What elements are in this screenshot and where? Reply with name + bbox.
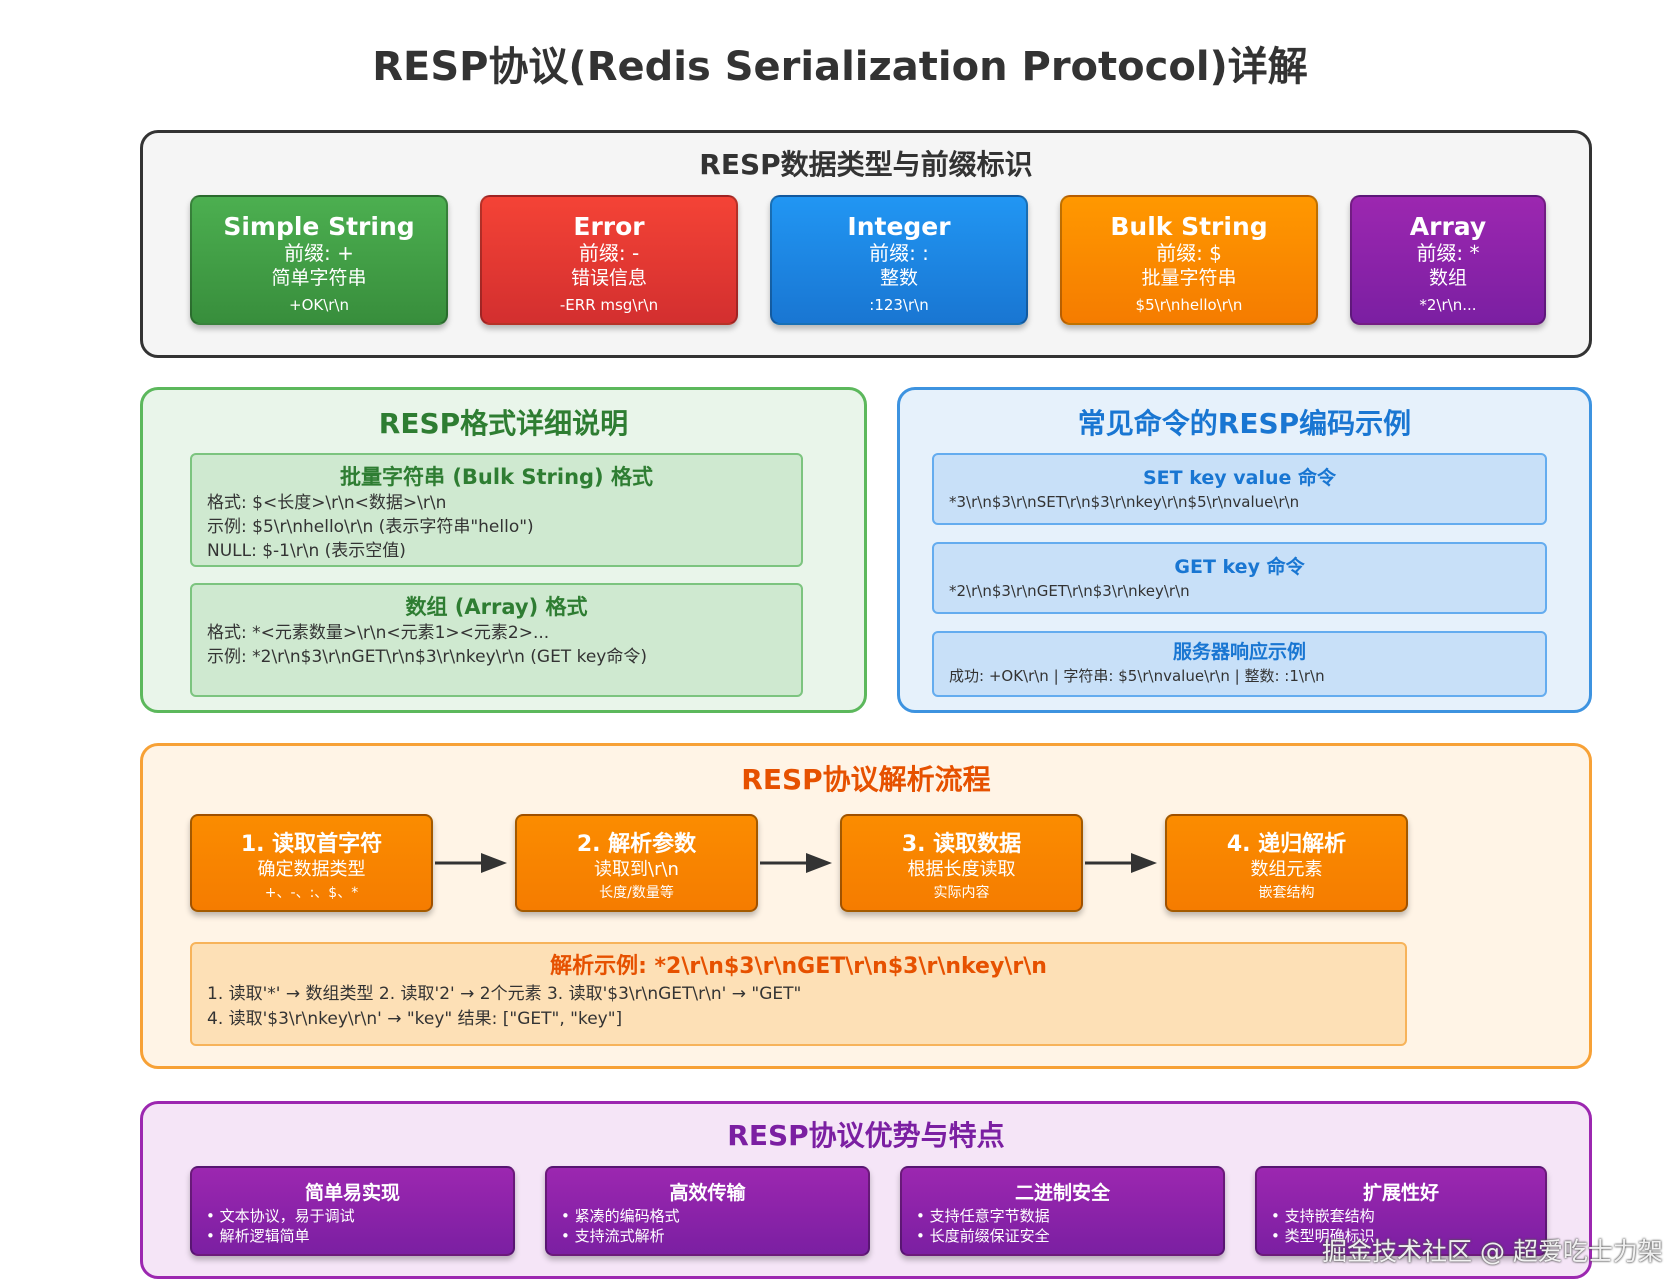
step-desc: 读取到\r\n bbox=[594, 859, 679, 880]
type-card-integer: Integer 前缀: : 整数 :123\r\n bbox=[770, 195, 1028, 325]
arrow-right-icon bbox=[760, 853, 832, 873]
parse-example-line: 4. 读取'$3\r\nkey\r\n' → "key" 结果: ["GET",… bbox=[207, 1009, 623, 1029]
command-title: SET key value 命令 bbox=[1143, 467, 1336, 489]
type-prefix: 前缀: + bbox=[284, 241, 354, 265]
command-encoding: *3\r\n$3\r\nSET\r\n$3\r\nkey\r\n$5\r\nva… bbox=[949, 493, 1300, 511]
advantage-item: • 长度前缀保证安全 bbox=[916, 1227, 1050, 1245]
type-card-error: Error 前缀: - 错误信息 -ERR msg\r\n bbox=[480, 195, 738, 325]
command-title: GET key 命令 bbox=[1174, 556, 1305, 578]
type-desc: 数组 bbox=[1428, 267, 1467, 289]
step-desc: 确定数据类型 bbox=[257, 859, 366, 880]
advantage-item: • 支持任意字节数据 bbox=[916, 1207, 1050, 1225]
format-line: 格式: *<元素数量>\r\n<元素1><元素2>... bbox=[207, 623, 550, 643]
step-title: 3. 读取数据 bbox=[901, 832, 1022, 857]
type-example: :123\r\n bbox=[869, 296, 929, 314]
step-desc: 数组元素 bbox=[1250, 859, 1323, 880]
advantage-card-extensible: 扩展性好 • 支持嵌套结构 • 类型明确标识 bbox=[1255, 1166, 1547, 1256]
data-types-title: RESP数据类型与前缀标识 bbox=[699, 148, 1033, 181]
step-parse-params: 2. 解析参数 读取到\r\n 长度/数量等 bbox=[515, 814, 758, 912]
step-read-first-char: 1. 读取首字符 确定数据类型 +、-、:、$、* bbox=[190, 814, 433, 912]
response-examples: 成功: +OK\r\n | 字符串: $5\r\nvalue\r\n | 整数:… bbox=[949, 667, 1325, 685]
type-name: Error bbox=[573, 212, 645, 241]
type-name: Array bbox=[1409, 212, 1487, 241]
type-name: Simple String bbox=[223, 212, 415, 241]
step-detail: 实际内容 bbox=[933, 885, 990, 901]
advantage-item: • 类型明确标识 bbox=[1271, 1227, 1375, 1245]
parse-example-title: 解析示例: *2\r\n$3\r\nGET\r\n$3\r\nkey\r\n bbox=[550, 954, 1047, 979]
commands-section: 常见命令的RESP编码示例 SET key value 命令 *3\r\n$3\… bbox=[897, 387, 1592, 713]
advantages-section: RESP协议优势与特点 简单易实现 • 文本协议，易于调试 • 解析逻辑简单 高… bbox=[140, 1101, 1592, 1279]
type-prefix: 前缀: * bbox=[1416, 241, 1480, 265]
type-desc: 错误信息 bbox=[570, 267, 647, 289]
advantage-card-binary-safe: 二进制安全 • 支持任意字节数据 • 长度前缀保证安全 bbox=[900, 1166, 1225, 1256]
arrow-right-icon bbox=[435, 853, 507, 873]
page-title: RESP协议(Redis Serialization Protocol)详解 bbox=[372, 44, 1308, 90]
step-detail: 长度/数量等 bbox=[599, 885, 674, 901]
example-line: 示例: $5\r\nhello\r\n (表示字符串"hello") bbox=[207, 517, 534, 537]
type-card-simple-string: Simple String 前缀: + 简单字符串 +OK\r\n bbox=[190, 195, 448, 325]
array-format-box: 数组 (Array) 格式 格式: *<元素数量>\r\n<元素1><元素2>.… bbox=[190, 583, 803, 697]
advantages-title: RESP协议优势与特点 bbox=[727, 1119, 1005, 1152]
type-card-bulk-string: Bulk String 前缀: $ 批量字符串 $5\r\nhello\r\n bbox=[1060, 195, 1318, 325]
format-section-title: RESP格式详细说明 bbox=[378, 407, 629, 440]
commands-section-title: 常见命令的RESP编码示例 bbox=[1077, 407, 1412, 440]
type-prefix: 前缀: $ bbox=[1156, 241, 1222, 265]
format-line: 格式: $<长度>\r\n<数据>\r\n bbox=[207, 493, 447, 513]
type-desc: 简单字符串 bbox=[271, 267, 367, 289]
step-title: 1. 读取首字符 bbox=[240, 832, 383, 857]
null-line: NULL: $-1\r\n (表示空值) bbox=[207, 541, 406, 561]
data-types-section: RESP数据类型与前缀标识 Simple String 前缀: + 简单字符串 … bbox=[140, 130, 1592, 358]
step-desc: 根据长度读取 bbox=[907, 859, 1016, 880]
command-encoding: *2\r\n$3\r\nGET\r\n$3\r\nkey\r\n bbox=[949, 582, 1190, 600]
step-title: 2. 解析参数 bbox=[576, 832, 697, 857]
format-box-title: 批量字符串 (Bulk String) 格式 bbox=[340, 465, 653, 489]
type-desc: 整数 bbox=[879, 267, 918, 289]
type-example: +OK\r\n bbox=[289, 296, 349, 314]
type-name: Integer bbox=[847, 212, 951, 241]
advantage-title: 二进制安全 bbox=[1014, 1182, 1110, 1204]
parse-example-line: 1. 读取'*' → 数组类型 2. 读取'2' → 2个元素 3. 读取'$3… bbox=[207, 984, 802, 1004]
server-response-box: 服务器响应示例 成功: +OK\r\n | 字符串: $5\r\nvalue\r… bbox=[932, 631, 1547, 697]
advantage-item: • 解析逻辑简单 bbox=[206, 1227, 310, 1245]
advantage-card-simple: 简单易实现 • 文本协议，易于调试 • 解析逻辑简单 bbox=[190, 1166, 515, 1256]
advantage-item: • 支持流式解析 bbox=[561, 1227, 665, 1245]
step-detail: +、-、:、$、* bbox=[264, 885, 359, 901]
get-command-box: GET key 命令 *2\r\n$3\r\nGET\r\n$3\r\nkey\… bbox=[932, 542, 1547, 614]
type-desc: 批量字符串 bbox=[1141, 267, 1237, 289]
type-example: $5\r\nhello\r\n bbox=[1135, 296, 1243, 314]
format-box-title: 数组 (Array) 格式 bbox=[405, 595, 588, 619]
parse-example-box: 解析示例: *2\r\n$3\r\nGET\r\n$3\r\nkey\r\n 1… bbox=[190, 942, 1407, 1046]
advantage-card-efficient: 高效传输 • 紧凑的编码格式 • 支持流式解析 bbox=[545, 1166, 870, 1256]
advantage-item: • 紧凑的编码格式 bbox=[561, 1207, 680, 1225]
advantage-title: 简单易实现 bbox=[304, 1182, 400, 1204]
example-line: 示例: *2\r\n$3\r\nGET\r\n$3\r\nkey\r\n (GE… bbox=[207, 647, 647, 667]
parsing-flow-title: RESP协议解析流程 bbox=[741, 763, 991, 796]
type-prefix: 前缀: : bbox=[869, 241, 929, 265]
parsing-flow-section: RESP协议解析流程 1. 读取首字符 确定数据类型 +、-、:、$、* 2. … bbox=[140, 743, 1592, 1069]
type-prefix: 前缀: - bbox=[578, 241, 640, 265]
advantage-title: 扩展性好 bbox=[1362, 1182, 1439, 1204]
type-card-array: Array 前缀: * 数组 *2\r\n... bbox=[1350, 195, 1546, 325]
bulk-string-format-box: 批量字符串 (Bulk String) 格式 格式: $<长度>\r\n<数据>… bbox=[190, 453, 803, 567]
advantage-item: • 文本协议，易于调试 bbox=[206, 1207, 355, 1225]
advantage-title: 高效传输 bbox=[669, 1182, 746, 1204]
step-title: 4. 递归解析 bbox=[1226, 832, 1347, 857]
set-command-box: SET key value 命令 *3\r\n$3\r\nSET\r\n$3\r… bbox=[932, 453, 1547, 525]
type-example: -ERR msg\r\n bbox=[559, 296, 659, 314]
type-name: Bulk String bbox=[1110, 212, 1268, 241]
step-detail: 嵌套结构 bbox=[1258, 885, 1315, 901]
step-read-data: 3. 读取数据 根据长度读取 实际内容 bbox=[840, 814, 1083, 912]
arrow-right-icon bbox=[1085, 853, 1157, 873]
command-title: 服务器响应示例 bbox=[1172, 641, 1306, 663]
advantage-item: • 支持嵌套结构 bbox=[1271, 1207, 1375, 1225]
format-section: RESP格式详细说明 批量字符串 (Bulk String) 格式 格式: $<… bbox=[140, 387, 867, 713]
watermark: 掘金技术社区 @ 超爱吃士力架 bbox=[1322, 1237, 1663, 1266]
type-example: *2\r\n... bbox=[1419, 296, 1477, 314]
step-recursive-parse: 4. 递归解析 数组元素 嵌套结构 bbox=[1165, 814, 1408, 912]
